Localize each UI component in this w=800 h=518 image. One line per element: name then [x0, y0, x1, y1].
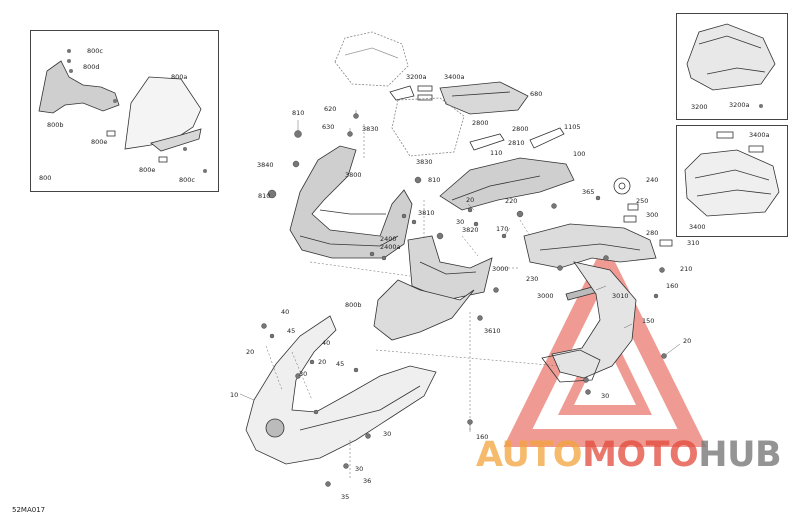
headlight-frame: [289, 145, 413, 259]
callout-20-a: 20: [466, 196, 475, 204]
callout-3200a-inset: 3200a: [729, 101, 750, 109]
callout-160-b: 160: [476, 433, 489, 441]
callout-310: 310: [687, 239, 700, 247]
callout-36: 36: [363, 477, 372, 485]
callout-3010: 3010: [612, 292, 629, 300]
callout-230: 230: [526, 275, 539, 283]
callout-630: 630: [322, 123, 335, 131]
callout-30-c: 30: [383, 430, 392, 438]
callout-20-c: 20: [318, 358, 327, 366]
callout-800d-a: 800d: [83, 63, 100, 71]
callout-40-a: 40: [281, 308, 290, 316]
callout-2800-a: 2800: [472, 119, 489, 127]
diagram-code: 52MA017: [12, 506, 46, 514]
callout-3000-b: 3000: [537, 292, 554, 300]
callout-100: 100: [573, 150, 586, 158]
inset-storage-box: 3400a 3400: [676, 125, 788, 237]
callout-800c-a: 800c: [87, 47, 103, 55]
callout-800: 800: [39, 174, 52, 182]
callout-3200: 3200: [691, 103, 708, 111]
callout-3200a: 3200a: [406, 73, 427, 81]
callout-3400a-inset: 3400a: [749, 131, 770, 139]
watermark-moto: MOTO: [582, 435, 699, 475]
callout-365: 365: [582, 188, 595, 196]
watermark-auto: AUTO: [476, 435, 583, 475]
callout-3810: 3810: [418, 209, 435, 217]
callout-800a: 800a: [171, 73, 188, 81]
callout-40-b: 40: [322, 339, 331, 347]
windshield-art: [38, 49, 207, 173]
callout-800e-b: 800e: [139, 166, 156, 174]
top-cover-outline: [334, 31, 409, 87]
watermark-logo: AUTOMOTOHUB: [476, 435, 782, 475]
callout-30-d: 30: [601, 392, 610, 400]
callout-150: 150: [642, 317, 655, 325]
storage-box-art: [684, 131, 780, 217]
callout-110: 110: [490, 149, 503, 157]
callout-3830-b: 3830: [416, 158, 433, 166]
callout-160-a: 160: [666, 282, 679, 290]
callout-45-a: 45: [287, 327, 296, 335]
callout-800c-b: 800c: [179, 176, 195, 184]
callout-800b-main: 800b: [345, 301, 362, 309]
frame-200: [523, 223, 657, 269]
side-panel: [439, 157, 575, 211]
callout-20-d: 20: [683, 337, 692, 345]
callout-1105: 1105: [564, 123, 581, 131]
callout-2400a: 2400a: [380, 243, 401, 251]
inset-top-cover: 3200 3200a: [676, 13, 788, 120]
callout-810-c: 810: [258, 192, 271, 200]
callout-3840: 3840: [257, 161, 274, 169]
callout-810-b: 810: [428, 176, 441, 184]
front-fairing: [245, 315, 437, 465]
callout-3400: 3400: [689, 223, 706, 231]
callout-3610: 3610: [484, 327, 501, 335]
callout-210: 210: [680, 265, 693, 273]
callout-170: 170: [496, 225, 509, 233]
callout-800b: 800b: [47, 121, 64, 129]
top-cover-art: [686, 23, 776, 108]
callout-3000-a: 3000: [492, 265, 509, 273]
callout-35: 35: [341, 493, 350, 501]
callout-2810: 2810: [508, 139, 525, 147]
callout-30-b: 30: [299, 370, 308, 378]
callout-3800: 3800: [345, 171, 362, 179]
callout-3830-a: 3830: [362, 125, 379, 133]
callout-620: 620: [324, 105, 337, 113]
callout-3820: 3820: [462, 226, 479, 234]
callout-240: 240: [646, 176, 659, 184]
inset-windshield: 800c 800d 800a 800b 800e 800e 800c 800: [30, 30, 219, 192]
callout-3400a: 3400a: [444, 73, 465, 81]
callout-220: 220: [505, 197, 518, 205]
callout-250: 250: [636, 197, 649, 205]
callout-680: 680: [530, 90, 543, 98]
callout-30-a: 30: [456, 218, 465, 226]
callout-800e-a: 800e: [91, 138, 108, 146]
callout-810-a: 810: [292, 109, 305, 117]
callout-10: 10: [230, 391, 239, 399]
callout-300: 300: [646, 211, 659, 219]
callout-45-b: 45: [336, 360, 345, 368]
watermark-hub: HUB: [698, 435, 782, 475]
side-fairing-150: [551, 261, 637, 379]
callout-2800-b: 2800: [512, 125, 529, 133]
callout-20-b: 20: [246, 348, 255, 356]
callout-30-e: 30: [355, 465, 364, 473]
callout-280: 280: [646, 229, 659, 237]
callout-2400: 2400: [380, 235, 397, 243]
